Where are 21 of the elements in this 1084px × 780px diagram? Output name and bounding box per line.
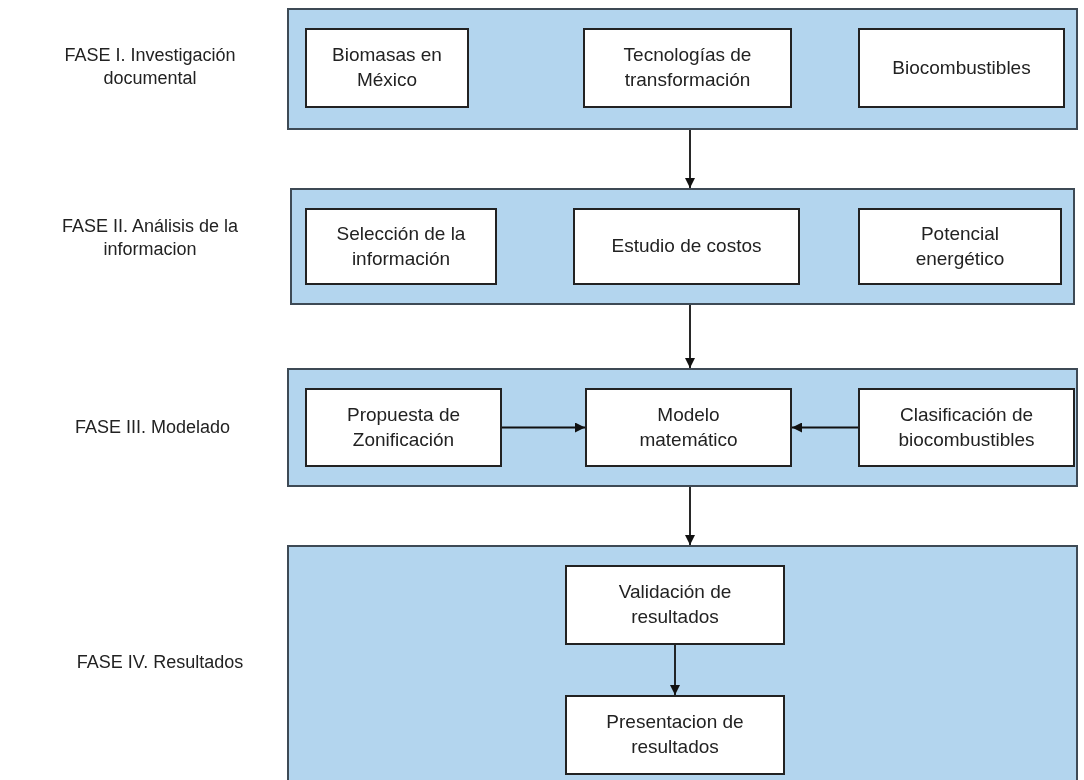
arrow	[791, 422, 859, 433]
arrow	[501, 422, 586, 433]
arrow	[670, 644, 680, 696]
process-box: Validación de resultados	[565, 565, 785, 645]
process-box: Modelo matemático	[585, 388, 792, 467]
process-box: Biomasas en México	[305, 28, 469, 108]
arrow	[685, 129, 695, 189]
process-box: Selección de la información	[305, 208, 497, 285]
phase-label: FASE II. Análisis de la informacion	[60, 215, 240, 262]
process-box: Clasificación de biocombustibles	[858, 388, 1075, 467]
phase-label: FASE IV. Resultados	[75, 651, 245, 674]
process-box: Propuesta de Zonificación	[305, 388, 502, 467]
phase-label: FASE I. Investigación documental	[63, 44, 237, 91]
process-box: Tecnologías de transformación	[583, 28, 792, 108]
process-box: Estudio de costos	[573, 208, 800, 285]
phase-label: FASE III. Modelado	[73, 416, 232, 439]
process-box: Biocombustibles	[858, 28, 1065, 108]
arrow	[685, 486, 695, 546]
arrow	[685, 304, 695, 369]
process-box: Potencial energético	[858, 208, 1062, 285]
process-box: Presentacion de resultados	[565, 695, 785, 775]
